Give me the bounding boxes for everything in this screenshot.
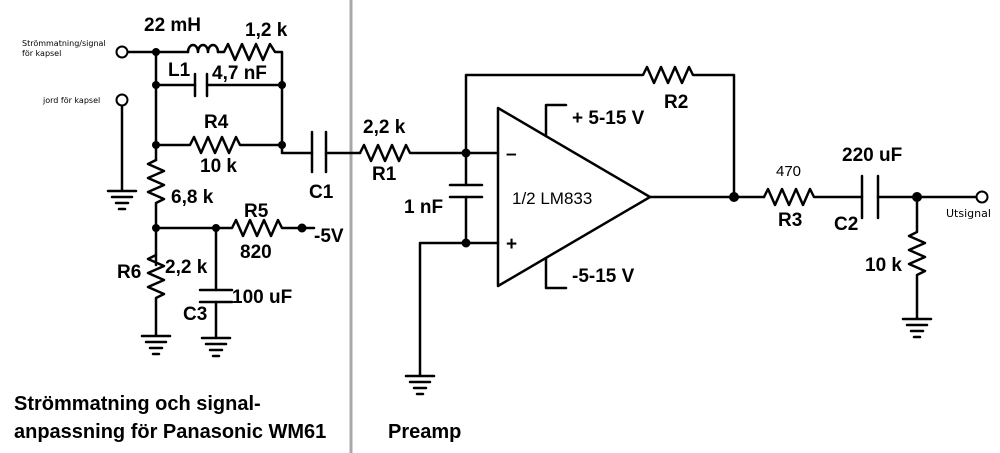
label-c3: C3 (183, 304, 207, 325)
label-r5: R5 (244, 201, 269, 222)
label-r4: R4 (204, 112, 229, 133)
label-r3: R3 (778, 210, 802, 231)
wire-noninverting (418, 241, 500, 377)
input-terminal-ground (115, 93, 129, 107)
ground-symbol-capsule (106, 104, 138, 211)
label-pos-supply: + 5-15 V (572, 108, 645, 129)
label-r1-value: 2,2 k (363, 117, 406, 138)
label-neg-supply: -5-15 V (572, 266, 635, 287)
label-c-1nf-value: 1 nF (404, 197, 443, 218)
label-c-4n7-value: 4,7 nF (212, 63, 267, 84)
label-r4-value: 10 k (200, 156, 237, 177)
label-r6-value: 2,2 k (165, 257, 208, 278)
label-r6: R6 (117, 262, 141, 283)
output-terminal (975, 190, 989, 204)
resistor-r2 (464, 65, 736, 197)
label-c2-value: 220 uF (842, 145, 902, 166)
resistor-r5 (154, 218, 302, 238)
label-output: Utsignal (946, 207, 991, 220)
label-r-1k2-value: 1,2 k (245, 20, 288, 41)
label-c3-value: 100 uF (232, 287, 292, 308)
label-r1: R1 (372, 164, 397, 185)
label-r5-value: 820 (240, 242, 272, 263)
ground-symbol-preamp (404, 374, 436, 396)
input-label-for-capsule: för kapsel (22, 49, 61, 58)
input-label-supply-signal: Strömmatning/signal (22, 39, 106, 48)
input-label-ground-capsule: jord för kapsel (42, 96, 100, 105)
input-terminal-signal (115, 45, 129, 59)
caption-left-line1: Strömmatning och signal- (14, 393, 261, 415)
label-c2: C2 (834, 214, 858, 235)
inductor-l1 (186, 43, 220, 54)
wire-neg-supply (544, 256, 568, 290)
label-r2: R2 (664, 92, 688, 113)
label-neg-5v: -5V (314, 226, 344, 247)
label-opamp-minus: – (506, 144, 517, 165)
ground-symbol-r6 (140, 334, 172, 356)
label-l1: L1 (168, 60, 191, 81)
opamp-lm833 (496, 106, 652, 288)
label-opamp-plus: + (506, 234, 517, 255)
resistor-r4 (154, 135, 284, 155)
label-r3-value: 470 (776, 163, 801, 180)
resistor-1k2 (216, 42, 284, 147)
label-opamp: 1/2 LM833 (512, 189, 592, 208)
caption-preamp: Preamp (388, 421, 461, 443)
label-r-out-value: 10 k (865, 255, 902, 276)
resistor-out-10k (907, 195, 927, 320)
label-l1-value: 22 mH (144, 15, 201, 36)
wire-pos-supply (544, 103, 568, 138)
resistor-r6 (146, 253, 166, 337)
ground-symbol-c3 (200, 336, 232, 358)
resistor-r3 (762, 187, 864, 207)
ground-symbol-output (901, 317, 933, 339)
caption-left-line2: anpassning för Panasonic WM61 (14, 421, 326, 443)
label-r-6k8-value: 6,8 k (171, 187, 214, 208)
label-c1: C1 (309, 182, 334, 203)
resistor-r1 (358, 143, 500, 163)
wire-to-c1 (280, 143, 314, 155)
resistor-6k8 (146, 158, 166, 267)
